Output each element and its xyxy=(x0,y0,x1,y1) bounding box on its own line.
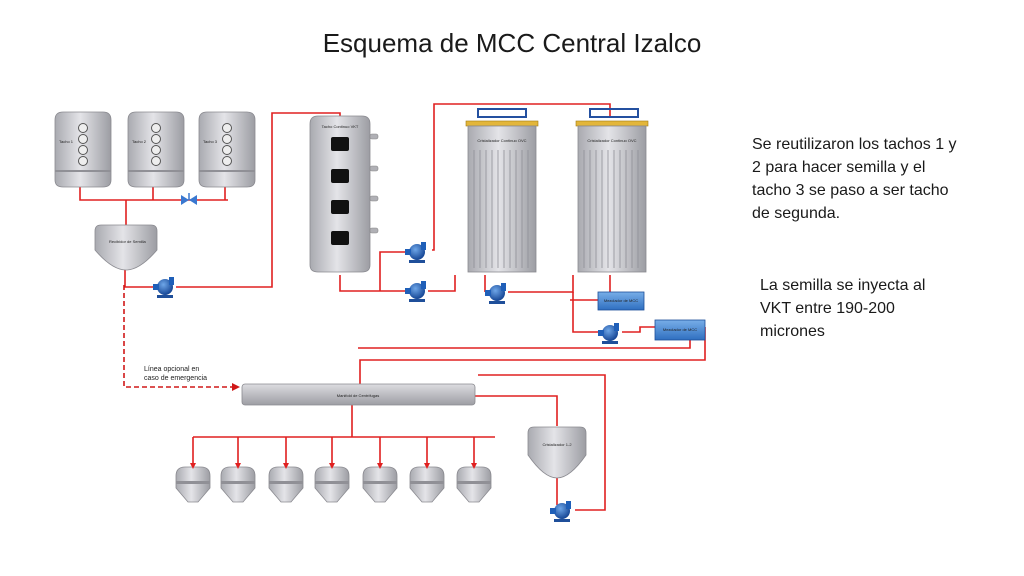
centrifuge-6 xyxy=(409,463,445,503)
mixer-1: Mezclador de MCC xyxy=(597,291,645,311)
receiver-label: Recibidor de Semilla xyxy=(109,239,146,244)
mixer-1-label: Mezclador de MCC xyxy=(604,298,638,303)
pipe-manifold-cryst3 xyxy=(475,395,558,426)
pump-3 xyxy=(405,281,426,302)
emergency-dashed-line xyxy=(123,285,232,388)
pipe-network xyxy=(79,103,706,511)
crystallizer-2-label: Cristalizador Continuo OVC xyxy=(587,138,636,143)
pump-2 xyxy=(405,242,426,263)
crystallizer-2: Cristalizador Continuo OVC xyxy=(575,108,649,273)
pump-6 xyxy=(550,501,571,522)
crystallizer-1-label: Cristalizador Continuo OVC xyxy=(477,138,526,143)
centrifuge-3 xyxy=(268,463,304,503)
centrifuge-1 xyxy=(175,463,211,503)
pipe-pump-vkt xyxy=(176,112,341,288)
tacho-1: Tacho 1 xyxy=(54,111,112,188)
crystallizer-1: Cristalizador Continuo OVC xyxy=(465,108,539,273)
centrifuge-5 xyxy=(362,463,398,503)
pump-5 xyxy=(598,323,619,344)
mixer-2-label: Mezclador de MCC xyxy=(663,327,697,332)
pipe-tachos-header xyxy=(79,186,228,201)
mixer-2: Mezclador de MCC xyxy=(654,319,706,341)
pipe-mixer2-manifold xyxy=(359,327,706,384)
pipe-vkt-pumps xyxy=(339,251,405,292)
crystallizer-3: Cristalizador 1-2 xyxy=(527,426,587,479)
centrifuges xyxy=(175,463,492,503)
centrifuge-2 xyxy=(220,463,256,503)
tacho-2-label: Tacho 2 xyxy=(132,139,147,144)
centrifuge-7 xyxy=(456,463,492,503)
note-tachos-reuse: Se reutilizaron los tachos 1 y 2 para ha… xyxy=(752,136,957,222)
tacho-3-label: Tacho 3 xyxy=(203,139,218,144)
pipe-pump-cryst xyxy=(428,275,456,292)
emergency-line-label-2: caso de emergencia xyxy=(144,375,207,382)
tacho-3: Tacho 3 xyxy=(198,111,256,188)
pipe-manifold-centrifuges xyxy=(192,405,495,470)
pipe-mixer1-mixer2 xyxy=(622,326,655,333)
pipe-mixer2-manifold2 xyxy=(358,340,691,349)
pump-4 xyxy=(485,283,506,304)
tacho-1-label: Tacho 1 xyxy=(59,139,74,144)
tacho-2: Tacho 2 xyxy=(127,111,185,188)
pipe-cryst-mixer1 xyxy=(572,292,600,333)
vkt-label: Tacho Continuo VKT xyxy=(322,124,359,129)
emergency-line-label-1: Línea opcional en xyxy=(144,366,199,373)
pipe-pump4-cryst2 xyxy=(508,275,574,293)
crystallizer-3-label: Cristalizador 1-2 xyxy=(542,442,572,447)
centrifuge-4 xyxy=(314,463,350,503)
emergency-arrow xyxy=(232,383,240,391)
manifold-label: Manifold de Centrífugas xyxy=(337,393,379,398)
valve-icon xyxy=(181,193,197,205)
emergency-line-label: Línea opcional en caso de emergencia xyxy=(144,366,207,382)
pump-1 xyxy=(153,277,174,298)
pipe-receiver-pump xyxy=(124,270,155,288)
vkt-continuous-pan: Tacho Continuo VKT xyxy=(309,115,379,273)
note-seed-injection: La semilla se inyecta al VKT entre 190-2… xyxy=(760,277,926,340)
page-title: Esquema de MCC Central Izalco xyxy=(322,28,702,58)
seed-receiver: Recibidor de Semilla xyxy=(94,224,158,271)
centrifuge-manifold: Manifold de Centrífugas xyxy=(241,383,476,406)
pipe-return xyxy=(478,374,606,511)
